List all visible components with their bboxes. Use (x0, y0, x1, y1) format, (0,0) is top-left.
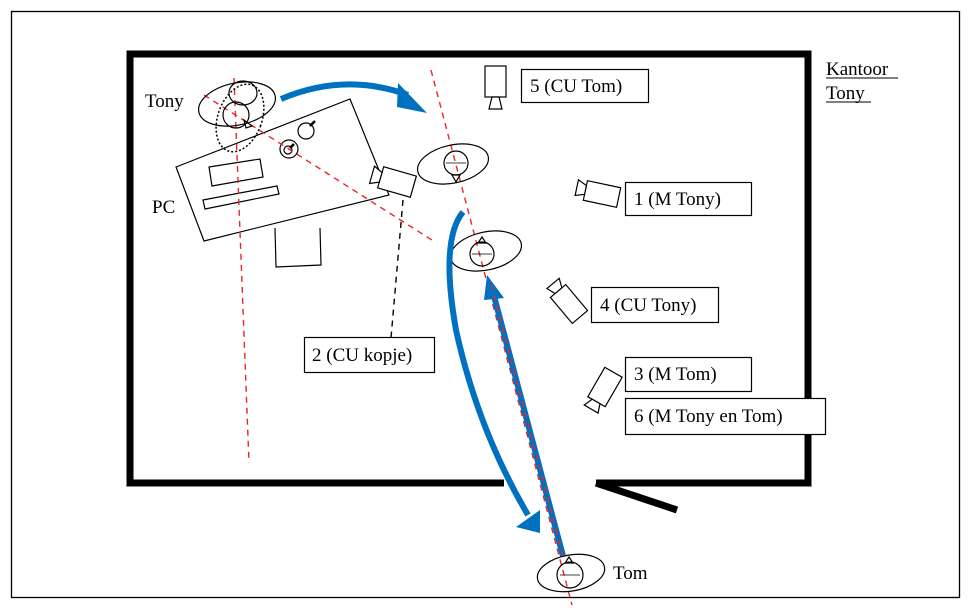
sight-lines (203, 69, 573, 606)
camera-5-lens (488, 96, 503, 110)
camera-label-6: 6 (M Tony en Tom) (624, 397, 827, 436)
tony-position-2 (416, 143, 490, 185)
camera-label-3: 3 (M Tom) (624, 356, 753, 393)
tony3-shoulders (449, 230, 523, 272)
tony2-shoulders (416, 143, 490, 185)
tony2-nose (450, 174, 462, 184)
cup-handle (309, 120, 316, 127)
tom-nose (563, 555, 575, 564)
camera-1 (574, 178, 622, 209)
camera-3-lens (583, 398, 601, 414)
room-label-line1: Kantoor (826, 59, 889, 80)
camera-5 (484, 65, 507, 110)
camera-label-4-box (590, 286, 720, 324)
camera-1-lens (574, 178, 588, 197)
camera-2-lens (368, 165, 383, 185)
camera-2-leader (390, 199, 404, 339)
tom-head (556, 561, 584, 589)
arrow-tom-move-head (484, 275, 504, 300)
sight-line-tony-diagonal (203, 94, 436, 243)
desk-top (175, 98, 390, 242)
room-walls (126, 50, 812, 514)
room-label: Kantoor Tony (826, 59, 898, 104)
camera-label-1-box (624, 181, 753, 217)
camera-label-3-text: 3 (M Tom) (634, 364, 717, 385)
camera-label-6-box (624, 397, 827, 436)
camera-label-5-box (520, 68, 650, 104)
camera-label-3-box (624, 356, 753, 393)
tom-figure (536, 553, 606, 593)
sight-line-tom-overlay (489, 279, 564, 557)
room-label-line2: Tony (826, 83, 865, 104)
desk (175, 98, 390, 242)
sight-line-tony-vertical (233, 77, 250, 464)
camera-label-4-text: 4 (CU Tony) (600, 295, 696, 316)
movement-arrows (279, 81, 566, 557)
camera-label-5-text: 5 (CU Tom) (530, 76, 622, 97)
outer-frame (10, 10, 961, 599)
arrow-tony-move-2 (446, 210, 531, 517)
camera-label-5: 5 (CU Tom) (520, 68, 650, 104)
camera-5-body (484, 65, 507, 98)
chair (274, 227, 322, 268)
camera-4-lens (545, 277, 563, 295)
arrow-tony-move-1-head (397, 83, 427, 113)
wall-outline (126, 50, 812, 487)
tony-head (222, 101, 250, 129)
tony-nose (243, 118, 254, 129)
tony-rotation-path (215, 83, 265, 153)
camera-label-6-text: 6 (M Tony en Tom) (634, 406, 783, 427)
pc-label: PC (152, 197, 175, 218)
tony3-nose (476, 235, 488, 244)
arrow-tony-move-1 (279, 81, 410, 102)
camera-label-2-text: 2 (CU kopje) (312, 345, 412, 366)
tony-figure (198, 80, 276, 153)
camera-1-body (582, 179, 622, 209)
camera-4 (545, 277, 589, 325)
door-leaf (594, 479, 679, 514)
cup-handle-2 (289, 143, 295, 149)
camera-3-6 (583, 366, 623, 414)
tom-label: Tom (613, 563, 648, 584)
sight-line-tom-axis (430, 69, 573, 606)
tony-position-3 (449, 230, 523, 272)
tony-shoulders (198, 81, 276, 127)
camera-2 (368, 165, 418, 199)
camera-label-2-box (303, 336, 436, 374)
camera-label-1-text: 1 (M Tony) (634, 189, 721, 210)
tony-label: Tony (145, 91, 184, 112)
tony-head-ghost (228, 80, 258, 106)
camera-label-4: 4 (CU Tony) (590, 286, 720, 324)
camera-label-2: 2 (CU kopje) (303, 336, 436, 374)
arrow-tony-move-2-head (516, 510, 540, 533)
camera-label-1: 1 (M Tony) (624, 181, 753, 217)
tony3-head (469, 241, 495, 267)
cup-icon (297, 122, 315, 140)
tom-shoulders (536, 553, 606, 593)
keyboard (208, 158, 264, 187)
monitor (202, 185, 280, 210)
